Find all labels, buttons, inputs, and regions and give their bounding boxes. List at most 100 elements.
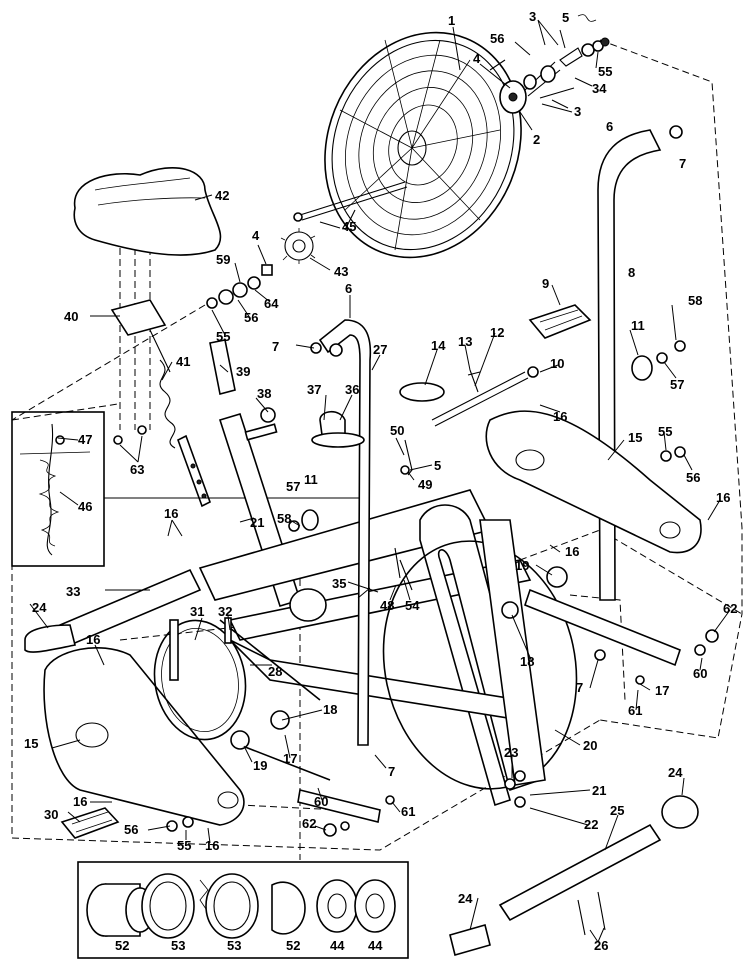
label-part-7: 7: [679, 156, 686, 171]
label-part-31: 31: [190, 604, 204, 619]
label-part-10: 10: [550, 356, 564, 371]
label-part-32: 32: [218, 604, 232, 619]
label-part-17: 17: [283, 751, 297, 766]
label-part-22: 22: [584, 817, 598, 832]
label-part-12: 12: [490, 325, 504, 340]
label-part-43: 43: [334, 264, 348, 279]
bushings-inset: [77, 861, 409, 959]
label-part-37: 37: [307, 382, 321, 397]
part-labels: 1 3 5 56 4 55 34 3 2 6 7 42 45 4 59 43 8…: [24, 9, 737, 953]
label-part-15: 15: [24, 736, 38, 751]
crank-axle: [399, 366, 539, 427]
label-part-24: 24: [668, 765, 683, 780]
label-part-33: 33: [66, 584, 80, 599]
label-part-15: 15: [628, 430, 642, 445]
label-part-6: 6: [606, 119, 613, 134]
label-part-4: 4: [473, 51, 481, 66]
pedal-left: [60, 807, 120, 839]
fan-hub-assembly: [499, 14, 610, 114]
label-part-55: 55: [177, 838, 191, 853]
leader-lines: [29, 19, 731, 943]
label-part-59: 59: [216, 252, 230, 267]
label-part-16: 16: [86, 632, 100, 647]
label-part-16: 16: [716, 490, 730, 505]
label-part-20: 20: [583, 738, 597, 753]
seat: [73, 167, 222, 256]
label-part-11: 11: [631, 318, 645, 333]
label-part-7: 7: [388, 764, 395, 779]
label-part-3: 3: [574, 104, 581, 119]
label-part-56: 56: [686, 470, 700, 485]
label-part-23: 23: [504, 745, 518, 760]
label-part-9: 9: [542, 276, 549, 291]
label-part-58: 58: [688, 293, 702, 308]
label-part-11: 11: [304, 472, 318, 487]
label-part-54: 54: [405, 598, 420, 613]
label-part-35: 35: [332, 576, 346, 591]
label-part-16: 16: [553, 409, 567, 424]
label-part-62: 62: [302, 816, 316, 831]
label-part-46: 46: [78, 499, 92, 514]
label-part-18: 18: [520, 654, 534, 669]
chain-guard-left: [43, 647, 245, 826]
label-part-18: 18: [323, 702, 337, 717]
label-part-6: 6: [345, 281, 352, 296]
label-part-56: 56: [244, 310, 258, 325]
label-part-5: 5: [562, 10, 569, 25]
label-part-34: 34: [592, 81, 607, 96]
label-part-3: 3: [529, 9, 536, 24]
label-part-19: 19: [515, 558, 529, 573]
label-part-47: 47: [78, 432, 92, 447]
label-part-39: 39: [236, 364, 250, 379]
label-part-41: 41: [176, 354, 190, 369]
label-part-57: 57: [670, 377, 684, 392]
label-part-63: 63: [130, 462, 144, 477]
label-part-4: 4: [252, 228, 260, 243]
label-part-30: 30: [44, 807, 58, 822]
label-part-61: 61: [628, 703, 642, 718]
label-part-24: 24: [458, 891, 473, 906]
label-part-21: 21: [592, 783, 606, 798]
label-part-5: 5: [434, 458, 441, 473]
handlebar-left: [310, 319, 372, 746]
label-part-13: 13: [458, 334, 472, 349]
label-part-56: 56: [490, 31, 504, 46]
label-part-58: 58: [277, 511, 291, 526]
label-part-60: 60: [693, 666, 707, 681]
label-part-27: 27: [373, 342, 387, 357]
fan-wheel: [324, 31, 522, 259]
label-part-57: 57: [286, 479, 300, 494]
label-part-38: 38: [257, 386, 271, 401]
chain-drive: [153, 617, 331, 781]
floor-stabilizer: [449, 795, 699, 956]
label-part-28: 28: [268, 664, 282, 679]
label-part-21: 21: [250, 515, 264, 530]
label-part-16: 16: [73, 794, 87, 809]
label-part-55: 55: [216, 329, 230, 344]
label-part-64: 64: [264, 296, 279, 311]
label-part-53: 53: [227, 938, 241, 953]
label-part-2: 2: [533, 132, 540, 147]
label-part-40: 40: [64, 309, 78, 324]
label-part-16: 16: [565, 544, 579, 559]
label-part-45: 45: [342, 219, 356, 234]
label-part-42: 42: [215, 188, 229, 203]
label-part-25: 25: [610, 803, 624, 818]
stabilizer-front: [24, 568, 202, 653]
fan-axle-and-sprocket: [206, 181, 408, 309]
label-part-48: 48: [380, 598, 394, 613]
label-part-24: 24: [32, 600, 47, 615]
label-part-52: 52: [115, 938, 129, 953]
label-part-50: 50: [390, 423, 404, 438]
seat-post-assembly: [110, 299, 211, 508]
label-part-56: 56: [124, 822, 138, 837]
label-part-36: 36: [345, 382, 359, 397]
rear-stabilizer: [297, 588, 681, 823]
label-part-16: 16: [205, 838, 219, 853]
label-part-1: 1: [448, 13, 455, 28]
label-part-7: 7: [576, 680, 583, 695]
label-part-17: 17: [655, 683, 669, 698]
label-part-14: 14: [431, 338, 446, 353]
label-part-62: 62: [723, 601, 737, 616]
